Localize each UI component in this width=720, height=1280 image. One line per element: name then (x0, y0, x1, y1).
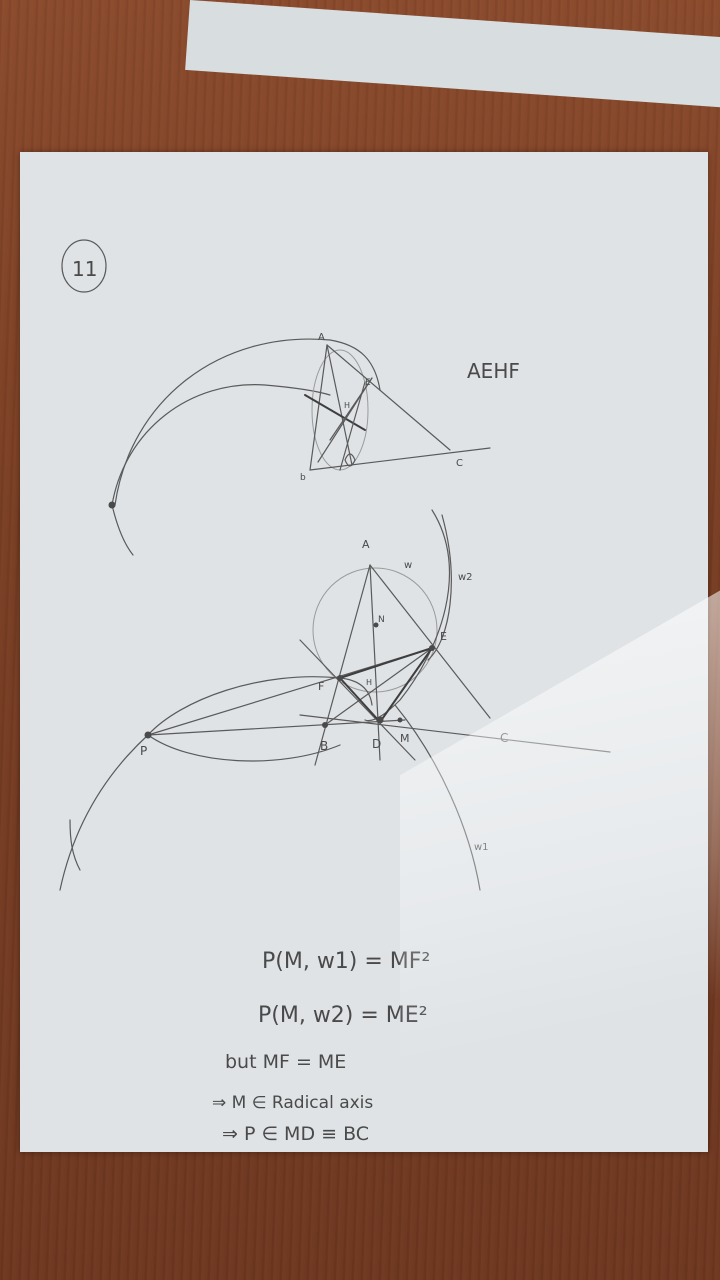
equation-3: but MF = ME (225, 1051, 346, 1073)
top-label-h: H (344, 401, 350, 410)
line-ac (369, 564, 491, 719)
label-w2: w2 (458, 572, 473, 583)
top-label-b: b (300, 473, 306, 483)
top-arc-tail (111, 504, 134, 556)
top-figure: A H C b E (108, 332, 491, 556)
label-e: E (440, 630, 447, 643)
segment-fm (339, 677, 381, 723)
top-point-p (108, 501, 116, 509)
point-m (397, 717, 403, 723)
label-b: B (320, 739, 328, 753)
label-n: N (378, 615, 385, 625)
top-figure-label: AEHF (467, 359, 520, 383)
line-ab (314, 564, 371, 766)
point-d (376, 716, 384, 724)
circle-w (312, 567, 438, 693)
line-be (324, 647, 433, 726)
point-p (144, 731, 152, 739)
equations: P(M, w1) = MF² P(M, w2) = ME² but MF = M… (212, 949, 430, 1145)
circle-w1-left (59, 734, 149, 891)
label-f: F (318, 680, 324, 693)
label-p: P (140, 744, 147, 758)
point-b (322, 722, 328, 728)
point-n (373, 622, 379, 628)
point-f (337, 675, 343, 681)
point-e (429, 645, 435, 651)
line-ad (369, 564, 381, 761)
label-d: D (372, 737, 381, 751)
label-h: H (366, 678, 372, 687)
label-m: M (400, 732, 410, 745)
top-bold-segment (304, 394, 366, 431)
circle-w1-left-2 (69, 819, 81, 871)
equation-2: P(M, w2) = ME² (258, 1003, 428, 1028)
problem-number-circle (61, 239, 107, 293)
bottom-figure: A N E F H B D M C P w w2 w1 (59, 509, 611, 891)
line-cf (299, 639, 416, 761)
top-label-c: C (456, 458, 463, 469)
top-label-a: A (318, 332, 325, 343)
line-pb (147, 719, 406, 736)
equation-4: ⇒ M ∈ Radical axis (212, 1093, 373, 1113)
label-w: w (404, 560, 412, 571)
segment-em (379, 647, 433, 723)
top-label-e: E (365, 378, 371, 388)
equation-5: ⇒ P ∈ MD ≡ BC (222, 1123, 369, 1145)
top-arc-inner (111, 384, 331, 506)
lens-lower (147, 734, 341, 762)
circle-w2-arc-2 (427, 514, 452, 661)
lens-upper (147, 676, 373, 736)
top-point-d-mark (344, 453, 356, 467)
problem-number: 11 (72, 257, 97, 281)
top-arc-outer (114, 338, 381, 506)
segment-fe (339, 647, 433, 679)
top-line-bc (309, 447, 491, 471)
label-a: A (362, 538, 370, 551)
